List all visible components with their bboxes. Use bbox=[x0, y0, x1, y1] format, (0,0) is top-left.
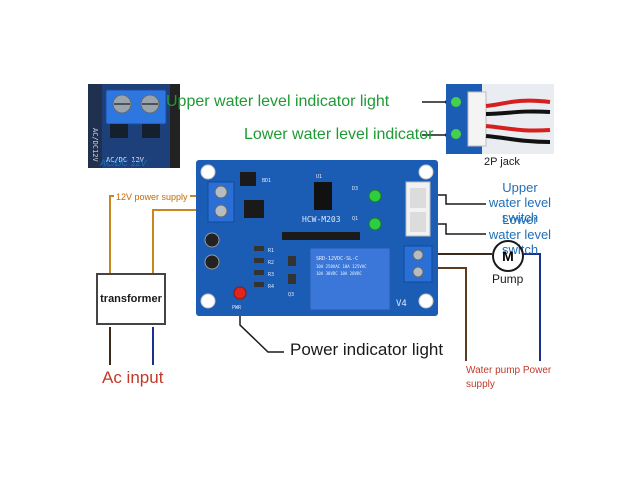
label-ac-input: Ac input bbox=[102, 368, 164, 387]
label-12v-supply: 12V power supply bbox=[114, 192, 190, 202]
wire-pump-right bbox=[524, 253, 541, 361]
board-ref-d1: D3 bbox=[352, 186, 358, 192]
board-pwr-ref: PWR bbox=[232, 305, 242, 311]
label-pump-supply: Water pump Power supply bbox=[466, 365, 552, 390]
relay-text-1: SRD-12VDC-SL-C bbox=[316, 256, 358, 262]
circuit-board-svg: HCW-M203 SRD-12VDC-SL-C 10A 250VAC 10A 1… bbox=[196, 160, 438, 316]
jack-caption: 2P jack bbox=[484, 156, 520, 168]
jack-photo-svg bbox=[446, 84, 554, 154]
wire-pump-bottom bbox=[432, 267, 467, 361]
relay-text-3: 10A 30VDC 10A 28VDC bbox=[316, 271, 362, 276]
label-lower-light: Lower water level indicator bbox=[244, 126, 434, 143]
label-pump: Pump bbox=[492, 272, 524, 286]
terminal-caption-board: AC/DC 12V bbox=[106, 156, 145, 164]
board-ref-bd1: BD1 bbox=[262, 178, 271, 184]
pointer-upper-switch bbox=[432, 194, 486, 205]
board-ref-q3: Q3 bbox=[288, 292, 294, 298]
board-model: HCW-M203 bbox=[302, 215, 341, 224]
terminal-photo-svg: AC/DC12V AC/DC 12V bbox=[88, 84, 180, 168]
motor-symbol: M bbox=[492, 240, 524, 272]
circuit-board: HCW-M203 SRD-12VDC-SL-C 10A 250VAC 10A 1… bbox=[196, 160, 438, 316]
pointer-lower-switch bbox=[432, 223, 486, 235]
terminal-caption: AC/DC 12V bbox=[100, 158, 147, 168]
label-upper-switch: Upper water level switch bbox=[488, 180, 552, 225]
transformer-box: transformer bbox=[96, 273, 166, 325]
terminal-side-text: AC/DC12V bbox=[91, 128, 99, 163]
terminal-photo: AC/DC12V AC/DC 12V bbox=[88, 84, 180, 168]
motor-letter: M bbox=[502, 248, 514, 264]
board-ref-r4: R4 bbox=[268, 284, 274, 290]
board-version: V4 bbox=[396, 299, 407, 309]
label-power-light: Power indicator light bbox=[290, 340, 444, 359]
board-ref-r3: R3 bbox=[268, 272, 274, 278]
board-ref-d2: Q1 bbox=[352, 216, 358, 222]
board-ref-u1: U1 bbox=[316, 174, 322, 180]
board-ref-r2: R2 bbox=[268, 260, 274, 266]
label-upper-light: Upper water level indicator light bbox=[166, 93, 390, 110]
relay-text-2: 10A 250VAC 10A 125VAC bbox=[316, 264, 367, 269]
transformer-label: transformer bbox=[100, 293, 162, 305]
board-ref-r1: R1 bbox=[268, 248, 274, 254]
jack-photo bbox=[446, 84, 554, 154]
